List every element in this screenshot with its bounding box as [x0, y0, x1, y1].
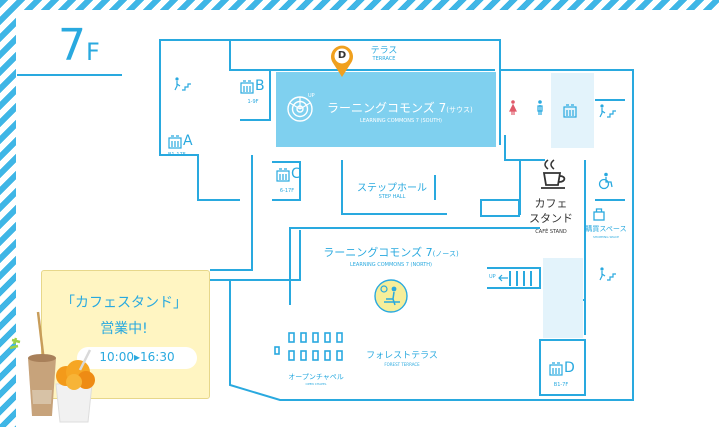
shopping-bag-icon	[593, 208, 605, 221]
stairs-icon	[599, 104, 616, 118]
elevator-icon	[563, 104, 577, 118]
coffee-cup-icon	[541, 159, 566, 189]
lc-north-label-jp: ラーニングコモンズ 7(ノース)	[323, 244, 458, 260]
restroom-icon	[509, 100, 517, 115]
lc-south-name: ラーニングコモンズ 7	[327, 101, 447, 115]
cafe-label-en: CAFÉ STAND	[535, 229, 567, 235]
elevator-c-letter: C	[291, 166, 301, 182]
elevator-icon	[240, 80, 254, 94]
purchase-label-en: SHOPPING SPACE	[592, 235, 620, 239]
lc-north-sub: (ノース)	[432, 250, 459, 258]
elevator-d-letter: D	[564, 360, 575, 376]
cafe-label-jp-2: スタンド	[529, 212, 573, 225]
location-pin-icon	[331, 45, 353, 77]
forest-terrace-label-jp: フォレストテラス	[366, 351, 438, 361]
restroom-icon	[537, 100, 543, 115]
lc-south-label-jp: ラーニングコモンズ 7(サウス)	[327, 99, 473, 116]
floor-suffix: F	[86, 38, 100, 66]
elevator-d-floors: B1-7F	[553, 382, 569, 388]
elevator-a-floors: B1-17F	[168, 152, 186, 158]
arrow-left-icon	[498, 274, 508, 282]
forest-terrace-label-en: FOREST TERRACE	[384, 362, 420, 367]
purchase-label-jp: 購買スペース	[585, 225, 627, 233]
elevator-b-letter: B	[255, 78, 265, 94]
terrace-label-en: TERRACE	[372, 56, 396, 62]
step-hall-label-jp: ステップホール	[357, 183, 427, 194]
study-person-icon	[374, 279, 408, 313]
lc-south-label-en: LEARNING COMMONS 7 (SOUTH)	[359, 118, 443, 124]
elevator-b-floors: 1-9F	[247, 99, 259, 105]
notice-subtitle: 営業中!	[100, 321, 148, 337]
elevator-c-floors: 6-17F	[279, 188, 295, 194]
lc-south-sub: (サウス)	[446, 106, 473, 114]
marker-letter: D	[337, 50, 347, 61]
spiral-up-icon	[287, 96, 313, 122]
lc-north-name: ラーニングコモンズ 7	[323, 246, 433, 259]
open-chapel-label-en: OPEN CHAPEL	[305, 382, 327, 386]
elevator-icon	[276, 168, 290, 182]
floor-label: 7F	[58, 20, 100, 71]
elevator-icon	[168, 135, 182, 149]
drinks-illustration	[9, 311, 95, 423]
floor-number: 7	[58, 20, 86, 71]
step-hall-label-en: STEP HALL	[378, 194, 406, 200]
open-chapel-label-jp: オープンチャペル	[288, 373, 344, 381]
up-label: UP	[308, 93, 315, 99]
terrace-label-jp: テラス	[370, 46, 398, 56]
elevator-a-letter: A	[183, 133, 193, 149]
lc-north-label-en: LEARNING COMMONS 7 (NORTH)	[349, 262, 433, 268]
stairs-icon	[174, 77, 191, 91]
cafe-label-jp-1: カフェ	[534, 197, 568, 210]
stairs-icon	[599, 267, 616, 281]
accessible-icon	[598, 172, 613, 190]
notice-title: 「カフェスタンド」	[61, 295, 187, 311]
notice-hours-badge	[77, 347, 197, 369]
notice-hours: 10:00▸16:30	[99, 350, 175, 364]
elevator-icon	[549, 362, 563, 376]
up-label-north: UP	[489, 274, 496, 280]
